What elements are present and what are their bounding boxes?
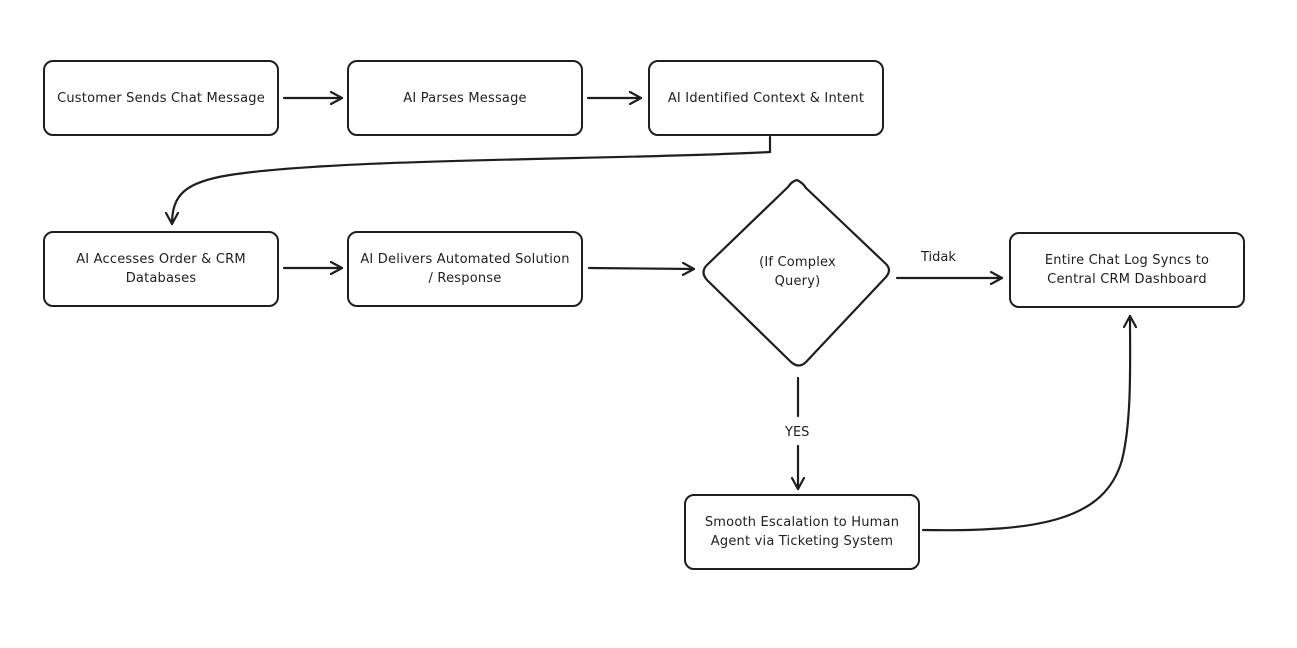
decision-label: (If Complex Query) (759, 255, 836, 289)
node-ai-identified-context-intent[interactable]: AI Identified Context & Intent (648, 60, 884, 136)
node-smooth-escalation[interactable]: Smooth Escalation to Human Agent via Tic… (684, 494, 920, 570)
arrow-escalation-to-chatlog (921, 314, 1130, 532)
node-ai-accesses-order-crm-databases-label: AI Accesses Order & CRM Databases (76, 252, 246, 286)
arrow-identified-to-accesses (172, 135, 772, 226)
decision-diamond (702, 178, 891, 367)
node-ai-identified-context-intent-label: AI Identified Context & Intent (667, 90, 865, 106)
node-ai-delivers-automated-solution-label: AI Delivers Automated Solution / Respons… (360, 252, 570, 286)
edge-label-yes: YES (782, 425, 813, 441)
node-entire-chat-log-syncs[interactable]: Entire Chat Log Syncs to Central CRM Das… (1009, 232, 1245, 308)
node-ai-parses-message[interactable]: AI Parses Message (347, 60, 583, 136)
node-ai-parses-message-label: AI Parses Message (403, 90, 527, 106)
edge-label-tidak: Tidak (918, 250, 959, 266)
node-ai-accesses-order-crm-databases[interactable]: AI Accesses Order & CRM Databases (43, 231, 279, 307)
node-smooth-escalation-label: Smooth Escalation to Human Agent via Tic… (704, 515, 900, 549)
node-ai-delivers-automated-solution[interactable]: AI Delivers Automated Solution / Respons… (347, 231, 583, 307)
node-customer-sends-chat-message-label: Customer Sends Chat Message (57, 90, 265, 106)
arrow-delivers-to-decision (587, 268, 696, 269)
node-entire-chat-log-syncs-label: Entire Chat Log Syncs to Central CRM Das… (1044, 253, 1210, 287)
node-customer-sends-chat-message[interactable]: Customer Sends Chat Message (43, 60, 279, 136)
